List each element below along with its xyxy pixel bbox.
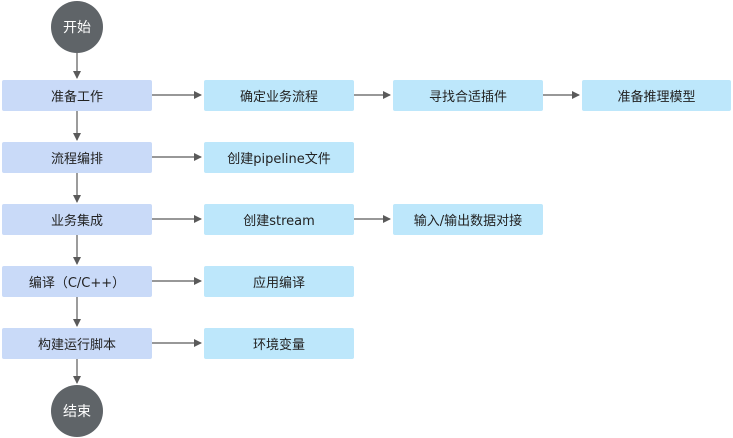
detail-find-plugins: 寻找合适插件	[393, 80, 543, 111]
detail-env-vars: 环境变量	[204, 328, 354, 359]
step-prepare: 准备工作	[2, 80, 152, 111]
detail-app-compile: 应用编译	[204, 266, 354, 297]
detail-create-pipeline: 创建pipeline文件	[204, 142, 354, 173]
step-orchestrate: 流程编排	[2, 142, 152, 173]
detail-define-flow: 确定业务流程	[204, 80, 354, 111]
detail-io-docking: 输入/输出数据对接	[393, 204, 543, 235]
end-node: 结束	[51, 385, 103, 437]
detail-prepare-model: 准备推理模型	[582, 80, 731, 111]
step-integrate: 业务集成	[2, 204, 152, 235]
detail-create-stream: 创建stream	[204, 204, 354, 235]
start-node: 开始	[51, 1, 103, 53]
step-compile: 编译（C/C++）	[2, 266, 152, 297]
step-build-script: 构建运行脚本	[2, 328, 152, 359]
